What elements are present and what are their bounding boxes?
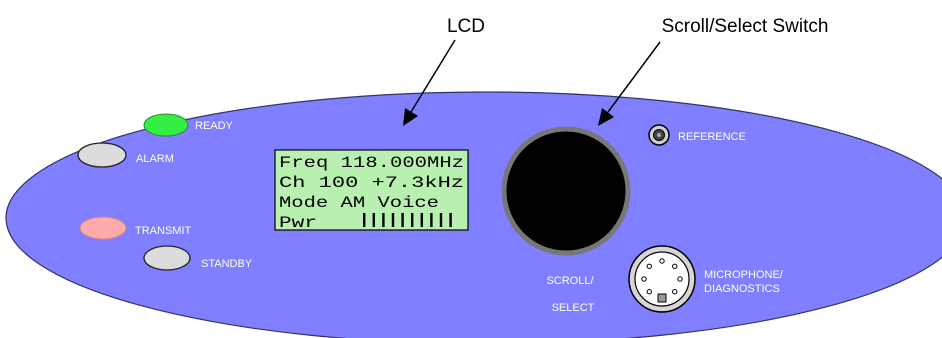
front-panel — [5, 91, 942, 338]
power-meter-bar — [372, 213, 375, 227]
power-meter-bar — [363, 213, 366, 227]
connector-pin — [646, 289, 652, 295]
reference-jack[interactable] — [648, 124, 670, 146]
lcd-power-label: Pwr — [279, 214, 317, 232]
power-meter-bar — [382, 213, 385, 227]
scroll-select-callout-arrow — [598, 41, 661, 126]
connector-key — [657, 293, 667, 303]
alarm-label: ALARM — [136, 153, 174, 165]
standby-button[interactable] — [143, 245, 191, 271]
transmit-led[interactable] — [79, 216, 127, 240]
connector-pin — [659, 258, 665, 264]
connector-pin — [672, 263, 678, 269]
scroll-select-switch-callout-label: Scroll/Select Switch — [662, 16, 829, 37]
connector-pin — [672, 289, 678, 295]
ready-label: READY — [195, 120, 234, 132]
connector-pin — [646, 263, 652, 269]
connector-pin — [677, 276, 683, 282]
lcd-screen — [274, 149, 469, 231]
power-meter-bar — [439, 213, 443, 227]
transmit-label: TRANSMIT — [135, 225, 192, 237]
reference-label: REFERENCE — [678, 131, 746, 143]
microphone-diagnostics-label-line1: MICROPHONE/ — [704, 269, 784, 281]
scroll-select-label-line2: SELECT — [552, 302, 595, 314]
scroll-select-label-line1: SCROLL/ — [546, 275, 594, 287]
power-meter-bar — [449, 213, 452, 227]
connector-pin — [641, 276, 647, 282]
power-meter-bar — [411, 213, 414, 227]
ready-led[interactable] — [143, 113, 189, 137]
lcd-line-mode: Mode AM Voice — [279, 194, 439, 212]
power-meter-bar — [401, 213, 404, 227]
scroll-select-knob[interactable] — [501, 126, 631, 256]
power-meter-bar — [420, 213, 423, 227]
microphone-diagnostics-label-line2: DIAGNOSTICS — [704, 283, 780, 295]
connector-pins — [641, 258, 683, 295]
power-meter-bar — [430, 213, 433, 227]
lcd-callout-label: LCD — [447, 16, 485, 37]
lcd-callout-arrow — [403, 39, 456, 126]
lcd-power-meter — [363, 213, 452, 227]
alarm-button[interactable] — [77, 142, 127, 168]
lcd-line-channel: Ch 100 +7.3kHz — [279, 174, 464, 192]
standby-label: STANDBY — [201, 258, 253, 270]
lcd-line-frequency: Freq 118.000MHz — [279, 154, 464, 172]
microphone-diagnostics-connector[interactable] — [628, 245, 696, 313]
power-meter-bar — [391, 213, 395, 227]
